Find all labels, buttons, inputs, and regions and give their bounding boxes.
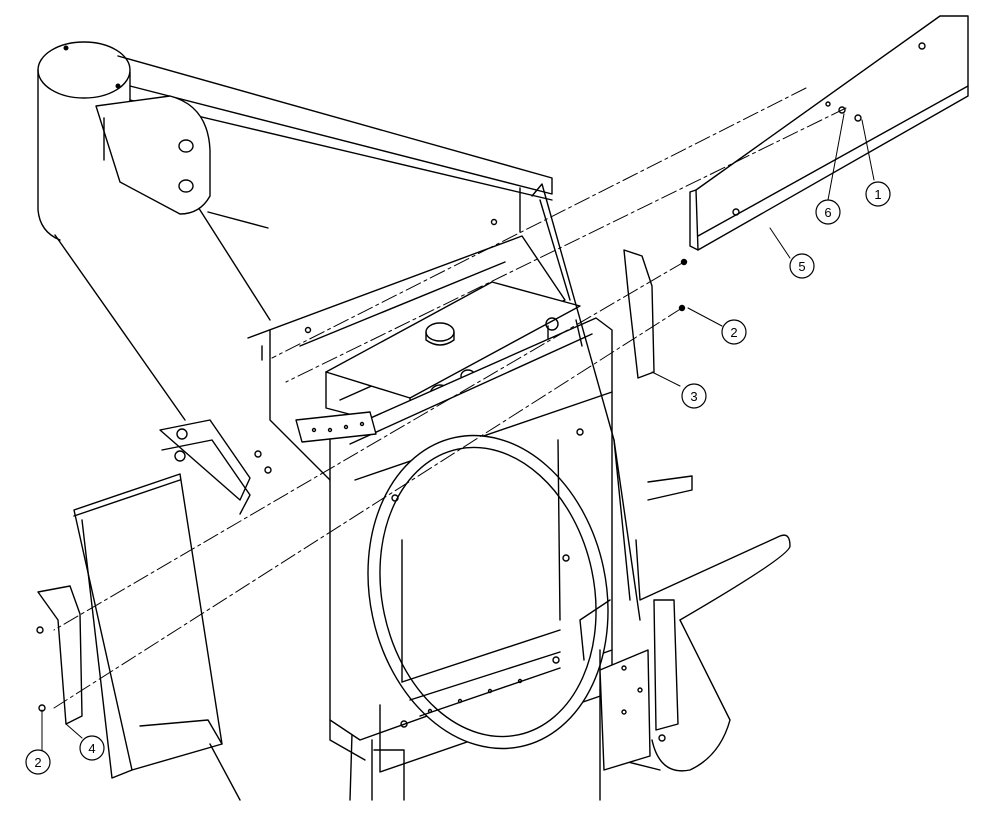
assembly-centerlines (54, 88, 846, 708)
lower-lug-brackets (160, 420, 271, 514)
callout-5-label: 5 (798, 259, 805, 274)
leader-lines (42, 114, 874, 752)
callout-6: 6 (816, 200, 840, 224)
perforated-strips (296, 412, 560, 716)
callout-2-left-label: 2 (34, 755, 41, 770)
callout-4-label: 4 (88, 741, 95, 756)
part-5-angle-panel (690, 16, 968, 250)
callout-5: 5 (790, 254, 814, 278)
callout-2-right-label: 2 (730, 325, 737, 340)
part-4-bracket (37, 586, 82, 724)
mounting-plate (96, 96, 210, 214)
callout-2-left: 2 (26, 750, 50, 774)
radiator-shroud (330, 318, 636, 772)
left-deflector-panel (74, 474, 240, 800)
callout-3-label: 3 (690, 389, 697, 404)
callout-3: 3 (682, 384, 706, 408)
callout-1: 1 (866, 182, 890, 206)
vertical-post (38, 42, 130, 240)
callout-4: 4 (80, 736, 104, 760)
part-3-bracket (624, 250, 687, 378)
callout-6-label: 6 (824, 205, 831, 220)
callout-1-label: 1 (874, 187, 881, 202)
callout-2-right: 2 (722, 320, 746, 344)
lower-frame (580, 476, 790, 800)
